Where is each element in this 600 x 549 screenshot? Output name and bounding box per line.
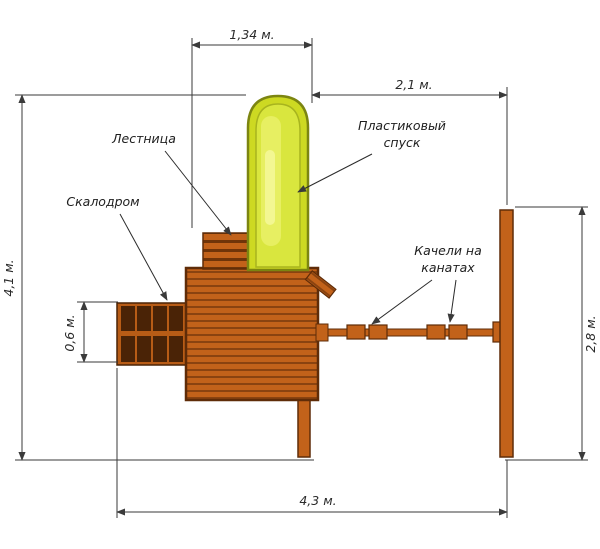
dimensions: 1,34 м. 2,1 м. 4,1 м. 0,6 м. 2,8 м. 4,3 … <box>1 27 598 516</box>
callout-climbing-wall: Скалодром <box>66 194 168 301</box>
beam-bracket-platform <box>315 323 329 342</box>
dim-value-top-right: 2,1 м. <box>395 77 432 92</box>
climbing-wall-block <box>121 336 135 362</box>
swings-label-line1: Качели на <box>414 243 482 258</box>
callout-swings: Качели на канатах <box>371 243 482 325</box>
swing-seat <box>426 324 446 340</box>
dim-value-right: 2,8 м. <box>583 315 598 352</box>
dim-value-left-inner: 0,6 м. <box>62 314 77 351</box>
leader-line <box>119 213 168 301</box>
slide-label-line2: спуск <box>384 135 421 150</box>
callouts: Лестница Пластиковый спуск Скалодром Кач… <box>66 118 482 325</box>
climbing-wall-label: Скалодром <box>66 194 139 209</box>
climbing-wall <box>116 302 187 366</box>
climbing-wall-block <box>169 336 183 362</box>
dimension-bottom: 4,3 м. <box>116 493 508 516</box>
climbing-wall-block <box>153 306 167 331</box>
dimension-left: 4,1 м. <box>1 94 26 461</box>
leader-line <box>297 153 373 193</box>
callout-slide: Пластиковый спуск <box>297 118 446 193</box>
callout-ladder: Лестница <box>111 131 232 236</box>
dimension-top: 1,34 м. <box>191 27 313 49</box>
leader-line <box>447 279 457 323</box>
swing-beam <box>317 328 504 337</box>
main-platform <box>184 266 320 402</box>
dimension-right: 2,8 м. <box>578 206 598 461</box>
climbing-wall-block <box>137 306 151 331</box>
leader-line <box>371 279 433 325</box>
swings-label-line2: канатах <box>421 260 475 275</box>
corner-handrail <box>304 270 337 299</box>
ladder-label: Лестница <box>111 131 176 146</box>
climbing-wall-block <box>169 306 183 331</box>
plastic-slide <box>246 94 310 272</box>
climbing-wall-block <box>153 336 167 362</box>
slide-label-line1: Пластиковый <box>358 118 446 133</box>
swing-2 <box>426 324 468 340</box>
corner-handrail-board <box>304 270 337 299</box>
dimension-left-inner: 0,6 м. <box>62 301 88 363</box>
swing-1 <box>346 324 388 340</box>
swing-end-post <box>499 209 514 458</box>
climbing-wall-block <box>121 306 135 331</box>
swing-seat <box>346 324 366 340</box>
slide-highlight-core <box>265 150 275 225</box>
swing-seat <box>448 324 468 340</box>
structure <box>116 94 514 458</box>
bottom-stub-beam <box>297 398 311 458</box>
climbing-wall-block <box>137 336 151 362</box>
dim-value-bottom: 4,3 м. <box>299 493 336 508</box>
leader-line <box>164 150 232 236</box>
ladder-module <box>202 232 249 270</box>
dimension-top-right: 2,1 м. <box>311 77 508 99</box>
dim-value-top: 1,34 м. <box>229 27 274 42</box>
swing-seat <box>368 324 388 340</box>
dim-value-left: 4,1 м. <box>1 259 16 296</box>
